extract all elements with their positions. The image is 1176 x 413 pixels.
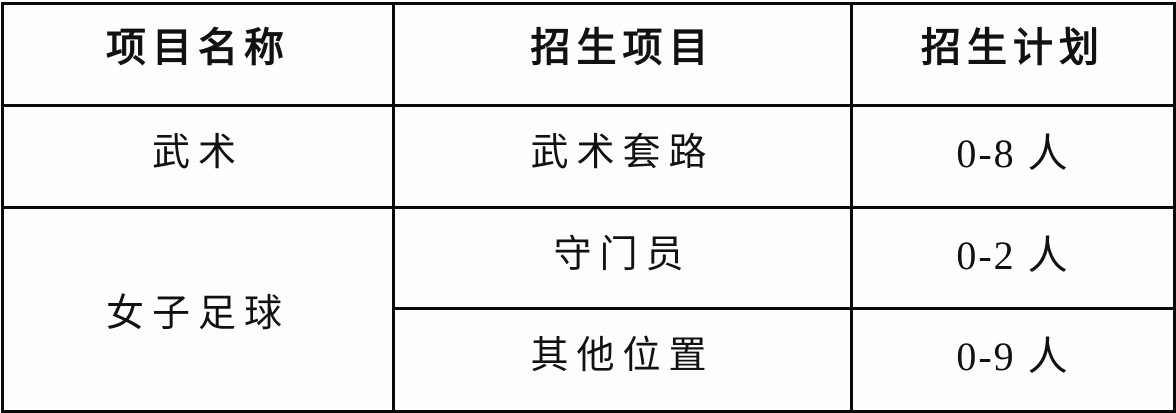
cell-project-wushu: 武术 <box>1 104 395 209</box>
table-row: 女子足球 守门员 0-2 人 <box>1 206 1176 413</box>
cell-recruit-item: 守门员 <box>392 206 853 310</box>
cell-recruit-item: 其他位置 <box>392 307 853 413</box>
header-recruit-item: 招生项目 <box>392 2 853 107</box>
header-recruit-plan: 招生计划 <box>850 2 1176 107</box>
cell-project-womens-football: 女子足球 <box>1 206 395 413</box>
table-row: 其他位置 0-9 人 <box>3 307 1176 413</box>
cell-plan: 0-8 人 <box>850 104 1176 209</box>
cell-plan: 0-2 人 <box>850 206 1176 310</box>
table-row: 武术 武术套路 0-8 人 <box>1 104 1176 209</box>
header-project-name: 项目名称 <box>1 2 395 107</box>
table-header-row: 项目名称 招生项目 招生计划 <box>1 2 1176 107</box>
cell-recruit-item: 武术套路 <box>392 104 853 209</box>
cell-plan: 0-9 人 <box>850 307 1176 413</box>
